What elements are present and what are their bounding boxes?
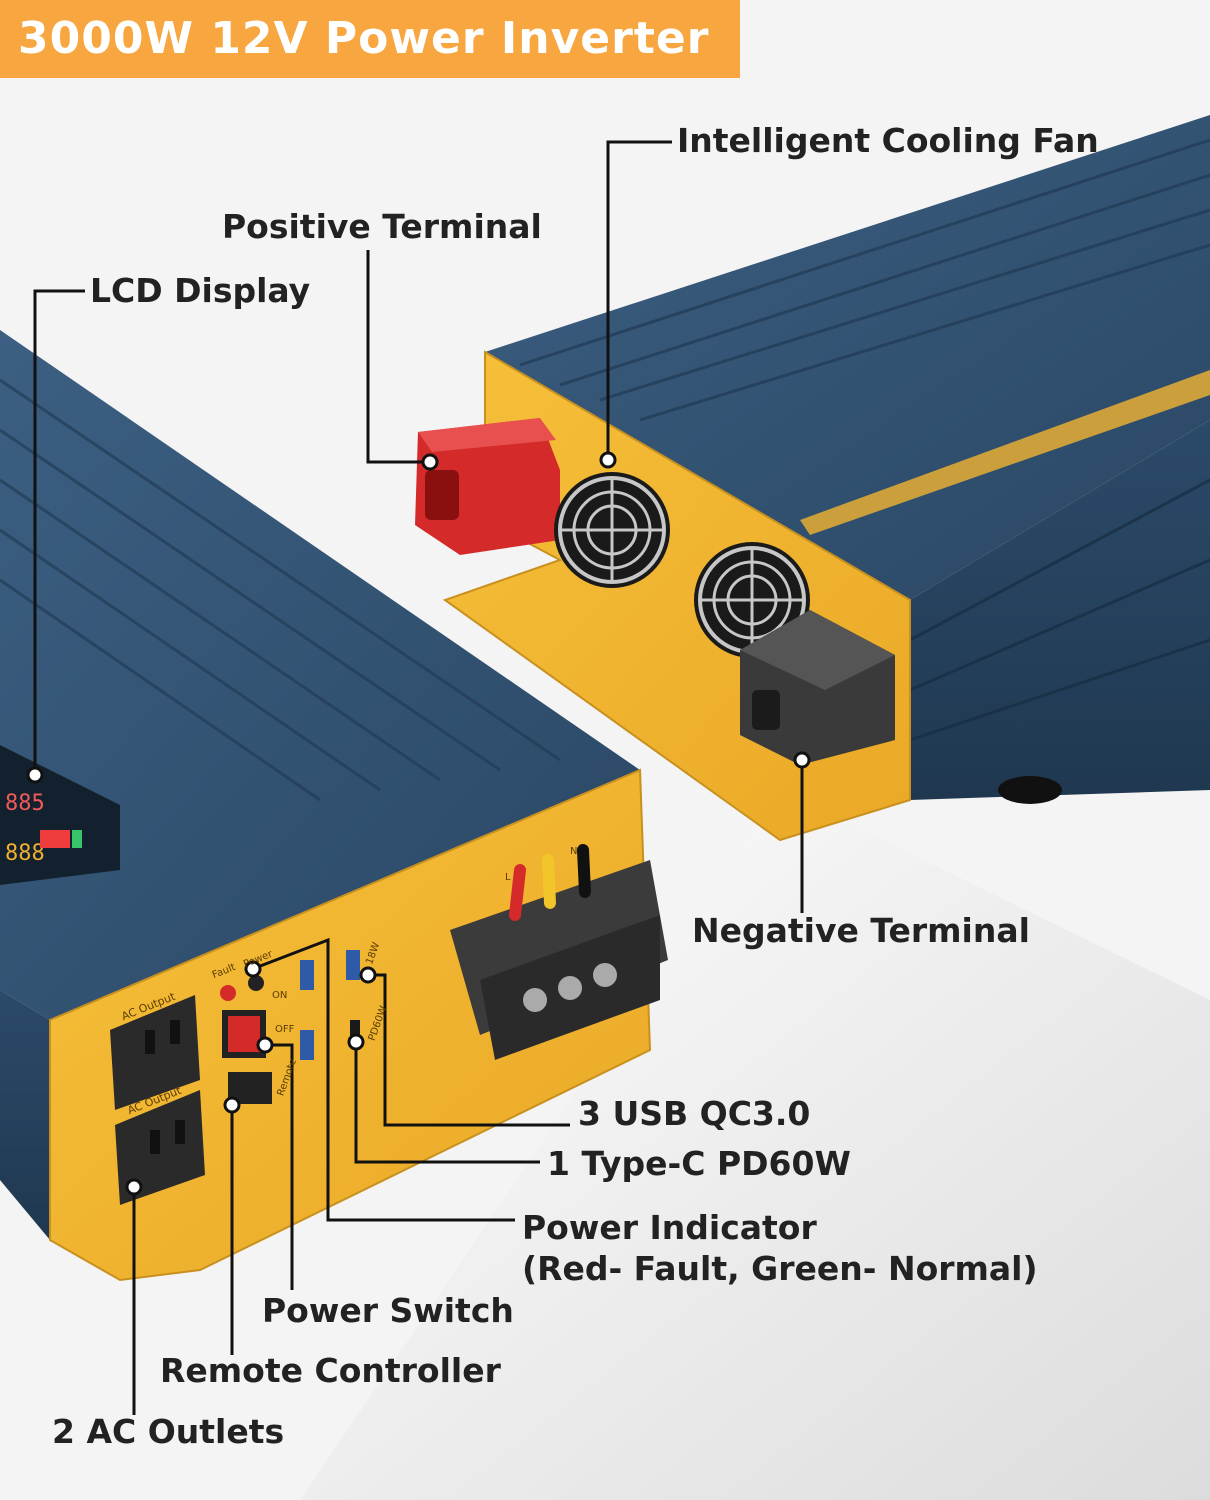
leader-power-switch [265,1043,294,1290]
negative-terminal-cover [740,610,895,765]
rear-unit-foot [998,776,1062,804]
callout-negative-terminal: Negative Terminal [692,911,1030,950]
callout-ac-outlets: 2 AC Outlets [52,1412,285,1451]
power-switch [222,1010,266,1058]
page-title: 3000W 12V Power Inverter [0,0,740,78]
callout-power-indicator: Power Indicator (Red- Fault, Green- Norm… [522,1207,1038,1290]
callout-dots [26,451,811,1196]
callout-lcd-display: LCD Display [90,271,311,310]
callout-power-switch: Power Switch [262,1291,514,1330]
ac-terminal-block [450,844,668,1060]
callout-power-indicator-line1: Power Indicator [522,1208,817,1247]
front-inverter-unit: 885 888 [0,330,668,1282]
svg-text:885: 885 [5,791,45,816]
callout-positive-terminal: Positive Terminal [222,207,542,246]
type-c-port [350,1020,360,1046]
svg-text:888: 888 [5,841,45,866]
leader-cooling-fan [606,140,672,458]
leader-power-indicator [254,937,515,1222]
callout-usb: 3 USB QC3.0 [578,1094,811,1133]
rear-inverter-unit [415,115,1210,842]
usb-port-2 [300,1030,314,1060]
callout-power-indicator-line2: (Red- Fault, Green- Normal) [522,1249,1038,1289]
panel-label-terminal-n: N [570,846,578,857]
front-unit-fins [0,378,561,802]
leader-type-c [354,1042,540,1164]
callout-type-c: 1 Type-C PD60W [547,1144,851,1183]
panel-label-off: OFF [275,1024,295,1035]
usb-port-1 [300,960,314,990]
rear-unit-fins [519,138,1210,422]
callout-cooling-fan: Intelligent Cooling Fan [677,121,1099,160]
power-indicator-led [248,975,264,991]
panel-label-on: ON [272,990,288,1001]
positive-terminal-cover [415,418,560,555]
callout-leaders [33,140,804,1415]
leader-lcd-display [33,289,85,775]
usb-port-3 [346,950,360,980]
ac-outlet-1 [110,995,200,1110]
panel-label-terminal-l: L [505,872,511,883]
front-unit-top [0,330,640,1020]
leader-positive-terminal [366,250,430,464]
front-unit-side [0,990,50,1240]
callout-remote-controller: Remote Controller [160,1351,501,1390]
leader-usb [370,973,570,1127]
fault-indicator-led [220,985,236,1001]
ac-outlet-2 [115,1090,205,1205]
rear-unit-side [910,420,1210,800]
cooling-fan-1 [554,472,670,588]
floor-surface [300,780,1210,1500]
